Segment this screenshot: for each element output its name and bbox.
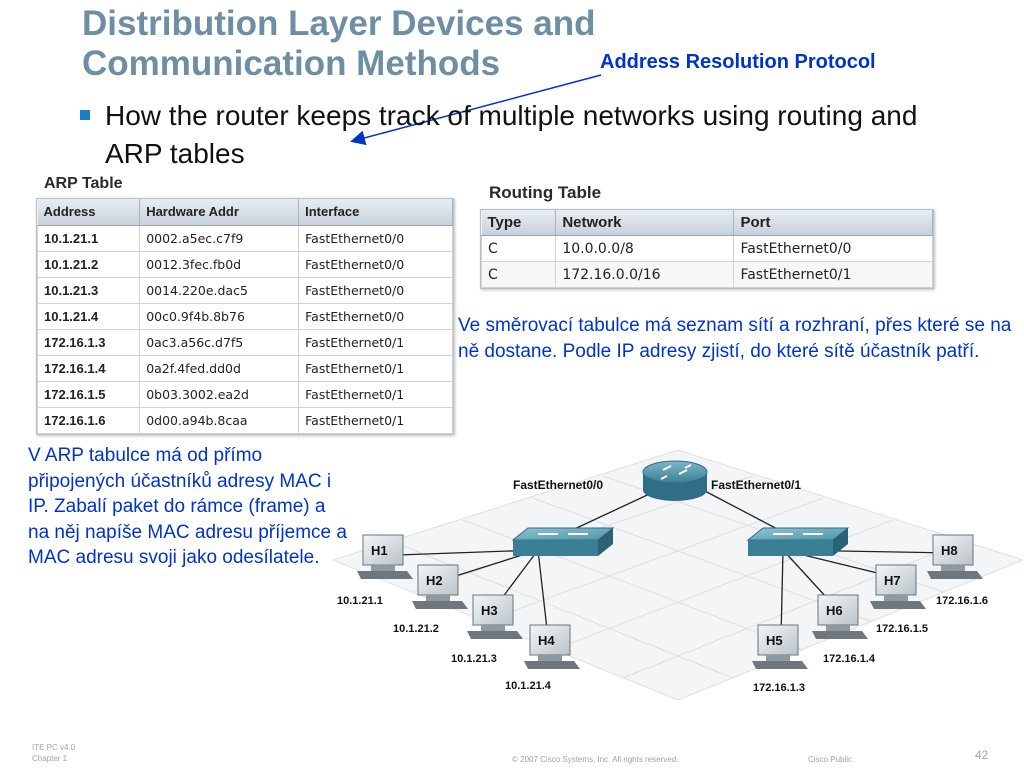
page-number: 42 (975, 748, 989, 762)
host-ip: 172.16.1.3 (753, 682, 805, 694)
host-h5: H5 (752, 624, 808, 669)
arp-mac: 0d00.a94b.8caa (139, 406, 300, 434)
host-ip: 10.1.21.2 (393, 623, 439, 635)
rt-network: 172.16.0.0/16 (555, 261, 735, 288)
arp-interface: FastEthernet0/1 (298, 354, 453, 382)
bullet-square-icon (80, 110, 90, 120)
arp-address: 172.16.1.4 (36, 354, 141, 382)
arp-mac: 0a2f.4fed.dd0d (139, 354, 300, 382)
host-ip: 172.16.1.6 (936, 595, 988, 607)
host-name: H1 (371, 543, 388, 558)
arp-header-address: Address (37, 199, 141, 226)
host-h2: H2 (412, 564, 468, 609)
rt-header-network: Network (555, 210, 735, 236)
arp-table: Address Hardware Addr Interface 10.1.21.… (36, 198, 454, 435)
host-h6: H6 (812, 594, 868, 639)
network-diagram: FastEthernet0/0 FastEthernet0/1 H1 10.1.… (333, 450, 1023, 700)
rt-header-port: Port (733, 210, 933, 236)
arp-mac: 0014.220e.dac5 (139, 276, 300, 304)
host-name: H6 (826, 603, 843, 618)
footer-course-name: ITE PC v4.0 (32, 743, 76, 752)
host-ip: 10.1.21.3 (451, 653, 497, 665)
router-port-left-label: FastEthernet0/0 (513, 478, 603, 492)
bullet-point: How the router keeps track of multiple n… (80, 97, 950, 173)
host-name: H3 (481, 603, 498, 618)
footer-classification: Cisco Public (808, 755, 853, 764)
routing-table-title: Routing Table (489, 183, 602, 202)
arp-mac: 0ac3.a56c.d7f5 (139, 328, 300, 356)
arp-address: 172.16.1.3 (36, 328, 141, 356)
router-icon (642, 460, 708, 501)
router-port-right-label: FastEthernet0/1 (711, 478, 801, 492)
rt-port: FastEthernet0/0 (733, 235, 933, 262)
arp-address: 172.16.1.6 (36, 406, 141, 434)
arp-interface: FastEthernet0/1 (298, 380, 453, 408)
switch-left-icon (511, 527, 615, 556)
arp-address: 10.1.21.2 (36, 250, 141, 278)
rt-type: C (480, 261, 557, 288)
slide-title: Distribution Layer Devices and Communica… (82, 4, 722, 84)
arp-interface: FastEthernet0/0 (298, 250, 453, 278)
footer-chapter: Chapter 1 (32, 754, 68, 763)
arp-interface: FastEthernet0/0 (298, 224, 453, 252)
arp-mac: 0012.3fec.fb0d (139, 250, 300, 278)
switch-right-icon (746, 527, 850, 556)
arp-header-interface: Interface (298, 199, 453, 226)
rt-type: C (480, 235, 557, 262)
rt-header-type: Type (481, 210, 557, 236)
bullet-text: How the router keeps track of multiple n… (105, 100, 918, 169)
rt-network: 10.0.0.0/8 (555, 235, 735, 262)
host-h1: H1 (357, 534, 413, 579)
arp-table-title: ARP Table (44, 175, 123, 192)
host-name: H2 (426, 573, 443, 588)
host-name: H7 (884, 573, 901, 588)
arp-mac: 0002.a5ec.c7f9 (139, 224, 300, 252)
host-ip: 10.1.21.1 (337, 595, 383, 607)
host-h3: H3 (467, 594, 523, 639)
host-h8: H8 (927, 534, 983, 579)
rt-port: FastEthernet0/1 (733, 261, 933, 288)
arp-interface: FastEthernet0/1 (298, 328, 453, 356)
host-ip: 172.16.1.5 (876, 623, 928, 635)
host-ip: 10.1.21.4 (505, 680, 552, 692)
arp-mac: 0b03.3002.ea2d (139, 380, 300, 408)
arp-address: 10.1.21.1 (36, 224, 141, 252)
host-name: H4 (538, 633, 555, 648)
routing-table-note: Ve směrovací tabulce má seznam sítí a ro… (458, 315, 1012, 362)
arp-interface: FastEthernet0/0 (298, 302, 453, 330)
host-h4: H4 (524, 624, 580, 669)
arp-callout-label: Address Resolution Protocol (600, 51, 876, 73)
arp-address: 10.1.21.3 (36, 276, 141, 304)
host-name: H8 (941, 543, 958, 558)
footer-copyright: © 2007 Cisco Systems, Inc. All rights re… (512, 755, 679, 764)
arp-mac: 00c0.9f4b.8b76 (139, 302, 300, 330)
footer-course: ITE PC v4.0 Chapter 1 (32, 742, 75, 764)
host-ip: 172.16.1.4 (823, 653, 876, 665)
arp-table-note: V ARP tabulce má od přímo připojených úč… (28, 445, 347, 568)
arp-address: 10.1.21.4 (36, 302, 141, 330)
arp-address: 172.16.1.5 (36, 380, 141, 408)
slide-title-line1: Distribution Layer Devices and (82, 4, 596, 43)
arp-interface: FastEthernet0/0 (298, 276, 453, 304)
host-h7: H7 (870, 564, 926, 609)
host-name: H5 (766, 633, 783, 648)
arp-header-hardware: Hardware Addr (139, 199, 300, 226)
arp-interface: FastEthernet0/1 (298, 406, 453, 434)
